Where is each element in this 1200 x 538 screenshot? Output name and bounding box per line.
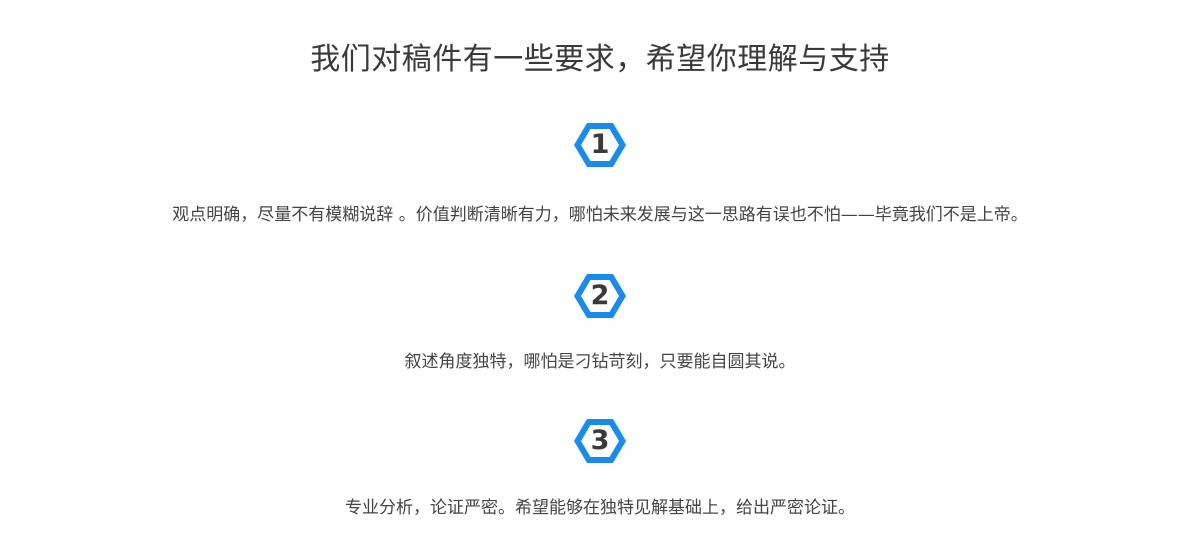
step-2-number: 2 bbox=[590, 280, 610, 311]
hexagon-badge-icon bbox=[574, 123, 626, 167]
step-1-number: 1 bbox=[590, 129, 610, 160]
step-3-text: 专业分析，论证严密。希望能够在独特见解基础上，给出严密论证。 bbox=[345, 498, 855, 518]
step-3-badge: 3 bbox=[573, 417, 627, 465]
step-1-text: 观点明确，尽量不有模糊说辞 。价值判断清晰有力，哪怕未来发展与这一思路有误也不怕… bbox=[172, 205, 1028, 225]
hexagon-badge-icon bbox=[574, 419, 626, 463]
step-3-number: 3 bbox=[590, 425, 610, 456]
step-2-badge: 2 bbox=[573, 272, 627, 320]
step-1-badge: 1 bbox=[573, 121, 627, 169]
step-2-text: 叙述角度独特，哪怕是刁钻苛刻，只要能自圆其说。 bbox=[404, 352, 796, 372]
hexagon-badge-icon bbox=[574, 274, 626, 318]
page-title: 我们对稿件有一些要求，希望你理解与支持 bbox=[310, 42, 890, 77]
